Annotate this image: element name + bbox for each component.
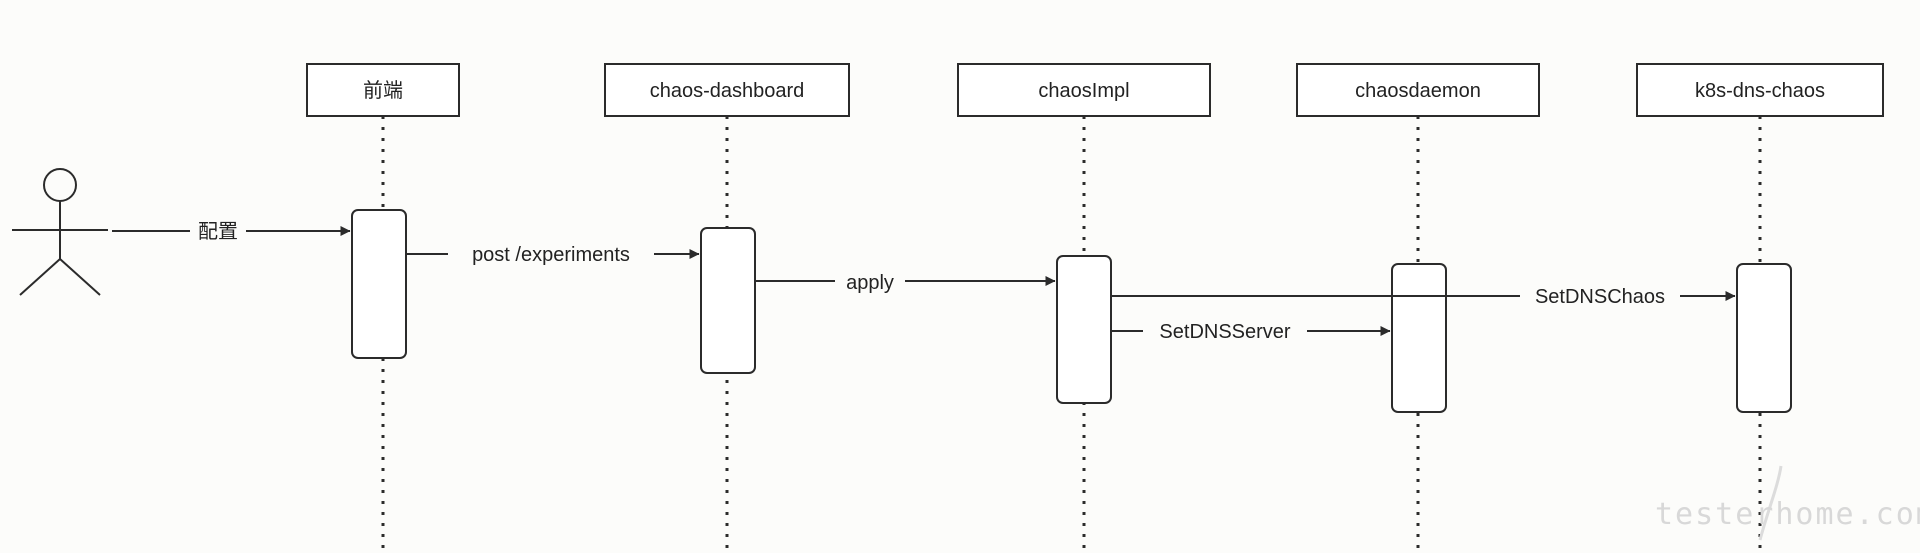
message-label-bg-post-experiments (448, 242, 654, 268)
activation-p3 (1391, 263, 1447, 413)
actor-right-leg (59, 258, 101, 296)
participant-label-p2: chaosImpl (1038, 80, 1129, 102)
activation-p0 (351, 209, 407, 359)
participant-label-p1: chaos-dashboard (650, 80, 805, 102)
message-label-bg-apply (835, 269, 905, 295)
message-label-bg-setdnsserver (1143, 319, 1307, 345)
participant-box-p1 (604, 63, 850, 117)
activation-p1 (700, 227, 756, 374)
participant-box-p0 (306, 63, 460, 117)
message-label-setdnsserver: SetDNSServer (1159, 321, 1290, 343)
watermark-text: testerhome.com (1655, 497, 1920, 532)
message-label-post-experiments: post /experiments (472, 244, 630, 266)
message-label-config: 配置 (198, 221, 238, 243)
actor-figure (12, 168, 108, 296)
participant-box-p3 (1296, 63, 1540, 117)
actor-head (43, 168, 77, 202)
activation-p2 (1056, 255, 1112, 404)
participant-label-p4: k8s-dns-chaos (1695, 80, 1825, 102)
watermark-swoosh (1758, 465, 1783, 541)
participant-box-p4 (1636, 63, 1884, 117)
actor-left-leg (19, 258, 61, 296)
message-label-bg-config (190, 219, 246, 245)
participant-label-p0: 前端 (363, 79, 403, 102)
message-label-bg-setdnschaos (1520, 284, 1680, 310)
participant-box-p2 (957, 63, 1211, 117)
participant-label-p3: chaosdaemon (1355, 80, 1481, 102)
message-label-apply: apply (846, 272, 894, 294)
activation-p4 (1736, 263, 1792, 413)
message-label-setdnschaos: SetDNSChaos (1535, 286, 1665, 308)
